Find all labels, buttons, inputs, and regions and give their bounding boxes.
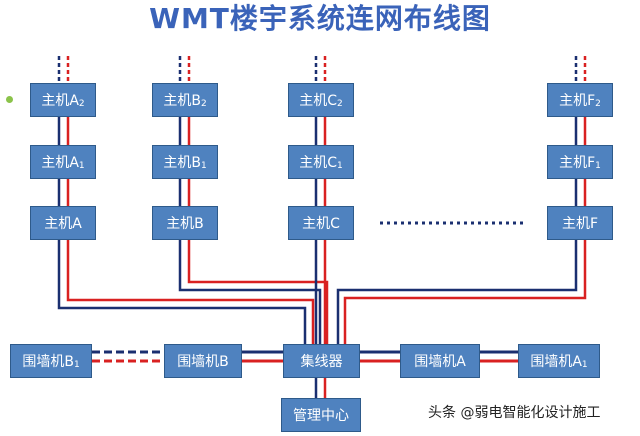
bullet-dot <box>6 96 13 103</box>
host-a2-subscript: 2 <box>78 99 85 109</box>
host-a2-label: 主机A <box>41 93 79 109</box>
wall-unit-a1-label: 围墙机A <box>530 354 582 370</box>
wall-unit-a-label: 围墙机A <box>414 354 466 370</box>
hub: 集线器 <box>283 344 360 378</box>
host-a2: 主机A2 <box>30 83 96 117</box>
host-c: 主机C <box>288 206 354 240</box>
host-b2: 主机B2 <box>152 83 218 117</box>
host-f-label: 主机F <box>561 216 599 232</box>
host-a1-subscript: 1 <box>78 161 85 171</box>
host-b1-subscript: 1 <box>200 161 207 171</box>
route-b-navy <box>178 240 322 344</box>
host-f2-subscript: 2 <box>595 99 601 109</box>
wall-unit-b-label: 围墙机B <box>177 354 229 370</box>
management-center: 管理中心 <box>281 398 361 432</box>
host-b1-label: 主机B <box>163 155 201 171</box>
route-b-red <box>187 240 329 344</box>
host-c1-subscript: 1 <box>337 161 343 171</box>
wall-unit-a1: 围墙机A1 <box>518 344 600 378</box>
host-c2: 主机C2 <box>288 83 354 117</box>
route-f-red <box>343 240 587 344</box>
host-f1-subscript: 1 <box>595 161 601 171</box>
host-c-label: 主机C <box>302 216 340 232</box>
host-a-label: 主机A <box>44 216 82 232</box>
host-c1-label: 主机C <box>299 155 338 171</box>
wall-unit-a: 围墙机A <box>400 344 480 378</box>
host-f: 主机F <box>547 206 613 240</box>
host-b1: 主机B1 <box>152 145 218 179</box>
host-c2-label: 主机C <box>299 93 338 109</box>
hub-label: 集线器 <box>300 354 343 370</box>
host-a: 主机A <box>30 206 96 240</box>
host-f1-label: 主机F <box>559 155 596 171</box>
management-center-label: 管理中心 <box>293 408 349 424</box>
host-a1-label: 主机A <box>41 155 79 171</box>
wall-unit-a1-subscript: 1 <box>581 360 588 370</box>
host-b2-label: 主机B <box>163 93 201 109</box>
host-b2-subscript: 2 <box>200 99 207 109</box>
host-f2: 主机F2 <box>547 83 613 117</box>
route-f-navy <box>336 240 578 344</box>
host-c1: 主机C1 <box>288 145 354 179</box>
host-b: 主机B <box>152 206 218 240</box>
watermark: 头条 @弱电智能化设计施工 <box>428 405 601 421</box>
host-f1: 主机F1 <box>547 145 613 179</box>
host-f2-label: 主机F <box>559 93 596 109</box>
wall-unit-b1: 围墙机B1 <box>10 344 92 378</box>
route-a-navy <box>57 240 307 344</box>
diagram-title: WMT楼宇系统连网布线图 <box>149 2 491 35</box>
host-b-label: 主机B <box>166 216 204 232</box>
wall-unit-b: 围墙机B <box>164 344 242 378</box>
wall-unit-b1-label: 围墙机B <box>22 354 74 370</box>
route-a-red <box>66 240 315 344</box>
host-c2-subscript: 2 <box>337 99 343 109</box>
host-a1: 主机A1 <box>30 145 96 179</box>
wall-unit-b1-subscript: 1 <box>73 360 80 370</box>
